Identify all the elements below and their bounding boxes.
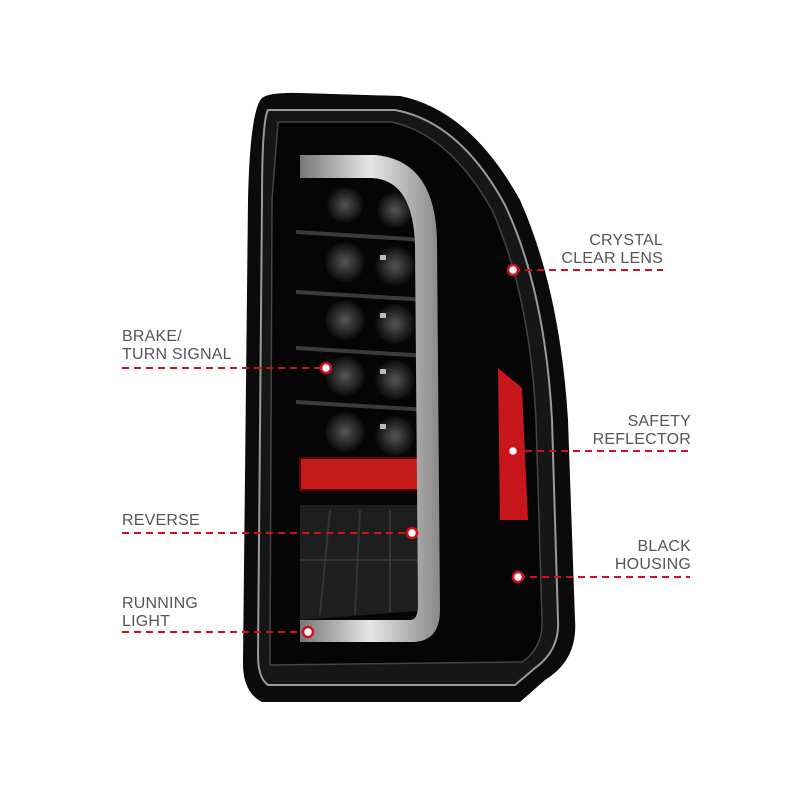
label-line: LIGHT xyxy=(122,613,171,630)
label-line: HOUSING xyxy=(614,556,691,573)
label-line: REFLECTOR xyxy=(592,431,691,448)
label-line: BLACK xyxy=(637,538,691,555)
label-running-light: RUNNING LIGHT xyxy=(122,595,198,631)
label-line: TURN SIGNAL xyxy=(122,346,232,363)
label-black-housing: BLACK HOUSING xyxy=(540,538,691,574)
label-crystal-clear-lens: CRYSTAL CLEAR LENS xyxy=(520,232,663,268)
led-rows xyxy=(295,187,429,456)
callout-dots xyxy=(301,263,525,639)
side-safety-reflector xyxy=(498,368,528,520)
label-safety-reflector: SAFETY REFLECTOR xyxy=(540,413,691,449)
label-line: CLEAR LENS xyxy=(561,250,663,267)
label-line: REVERSE xyxy=(122,512,200,529)
label-line: CRYSTAL xyxy=(589,232,663,249)
reverse-lens xyxy=(300,505,432,620)
label-line: RUNNING xyxy=(122,595,199,612)
label-brake-turn-signal: BRAKE/ TURN SIGNAL xyxy=(122,328,232,364)
label-line: SAFETY xyxy=(627,413,691,430)
label-line: BRAKE/ xyxy=(122,328,182,345)
c-shape-light-tube xyxy=(300,155,440,642)
center-red-reflector xyxy=(299,457,429,491)
label-reverse: REVERSE xyxy=(122,512,200,530)
callout-lines xyxy=(122,269,690,633)
